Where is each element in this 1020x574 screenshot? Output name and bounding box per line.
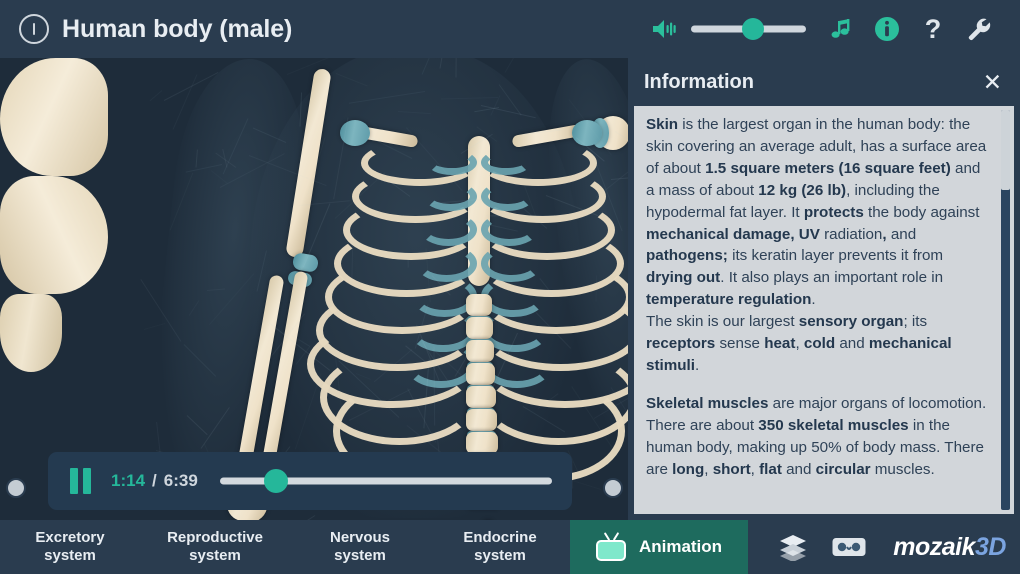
logo-accent: 3D bbox=[975, 532, 1006, 561]
sidebar-item-excretory-system[interactable]: Excretory system bbox=[0, 520, 140, 574]
information-paragraph: Skin is the largest organ in the human b… bbox=[646, 116, 987, 309]
information-panel-header: Information ✕ bbox=[628, 58, 1020, 106]
cartilage-shoulder-left bbox=[340, 120, 370, 146]
sys-label-line1: Nervous bbox=[329, 529, 391, 546]
sys-label-line2: system bbox=[189, 547, 241, 564]
bone-sacrum bbox=[0, 294, 62, 372]
bone-vertebra bbox=[466, 432, 498, 454]
animation-button-label: Animation bbox=[638, 537, 723, 556]
information-paragraph: The skin is our largest sensory organ; i… bbox=[646, 313, 952, 374]
vessel-line bbox=[149, 90, 163, 102]
current-time-label: 1:14 bbox=[111, 471, 146, 490]
logo-primary: mozaik bbox=[893, 532, 976, 561]
viewport-handle-right[interactable] bbox=[603, 478, 623, 498]
bone-ilium-right bbox=[0, 176, 108, 294]
vessel-line bbox=[407, 253, 409, 268]
bottom-right-tools: mozaik3D bbox=[767, 520, 1020, 574]
wrench-icon[interactable] bbox=[956, 6, 1002, 52]
bottom-navigation-bar: Excretory system Reproductive system Ner… bbox=[0, 520, 1020, 574]
sys-label-line1: Reproductive bbox=[167, 529, 263, 546]
bone-vertebra bbox=[466, 340, 494, 362]
app-header: Human body (male) bbox=[0, 0, 1020, 58]
cartilage-costal bbox=[427, 150, 477, 176]
sys-label-line1: Endocrine bbox=[463, 529, 537, 546]
cartilage-costal bbox=[481, 150, 531, 176]
information-paragraph: Skeletal muscles are major organs of loc… bbox=[646, 394, 987, 478]
animation-button[interactable]: Animation bbox=[570, 520, 748, 574]
sidebar-item-endocrine-system[interactable]: Endocrine system bbox=[430, 520, 570, 574]
progress-slider[interactable] bbox=[219, 469, 552, 493]
question-mark-icon[interactable]: ? bbox=[910, 6, 956, 52]
close-icon[interactable]: ✕ bbox=[982, 68, 1002, 95]
sys-label-line2: system bbox=[474, 547, 526, 564]
bone-vertebra bbox=[466, 317, 493, 339]
anatomy-scene bbox=[0, 58, 628, 520]
music-note-icon-svg bbox=[831, 19, 850, 38]
speaker-icon-svg bbox=[653, 20, 676, 38]
viewport-handle-left[interactable] bbox=[6, 478, 26, 498]
media-player-bar: 1:14 / 6:39 bbox=[48, 452, 572, 510]
page-title: Human body (male) bbox=[62, 14, 293, 43]
bone-vertebra bbox=[466, 294, 492, 316]
progress-slider-track bbox=[219, 477, 552, 485]
progress-slider-knob[interactable] bbox=[264, 469, 289, 493]
information-scrollbar[interactable] bbox=[1001, 110, 1010, 510]
vessel-line bbox=[455, 58, 457, 78]
bone-vertebra bbox=[466, 363, 495, 385]
information-body-text: Skin is the largest organ in the human b… bbox=[634, 106, 1014, 514]
speaker-icon[interactable] bbox=[641, 6, 687, 52]
time-separator: / bbox=[152, 471, 157, 490]
bone-vertebra bbox=[466, 386, 496, 408]
question-mark-glyph: ? bbox=[924, 13, 942, 44]
sidebar-item-nervous-system[interactable]: Nervous system bbox=[290, 520, 430, 574]
vr-goggles-icon[interactable] bbox=[823, 520, 875, 574]
sys-label-line2: system bbox=[334, 547, 386, 564]
title-group: Human body (male) bbox=[0, 14, 292, 44]
vr-goggles-icon-svg bbox=[832, 538, 866, 556]
information-panel: Information ✕ Skin is the largest organ … bbox=[628, 58, 1020, 520]
vessel-line bbox=[504, 58, 528, 73]
information-panel-title: Information bbox=[644, 70, 754, 93]
tv-icon bbox=[595, 532, 626, 561]
bone-vertebra bbox=[466, 409, 497, 431]
information-scrollbar-thumb[interactable] bbox=[1001, 110, 1010, 190]
bone-ilium-left bbox=[0, 58, 108, 176]
volume-slider-knob[interactable] bbox=[742, 18, 765, 40]
sys-label-line2: system bbox=[44, 547, 96, 564]
3d-viewport[interactable] bbox=[0, 58, 628, 520]
information-body-wrapper: Skin is the largest organ in the human b… bbox=[634, 106, 1014, 514]
total-time-label: 6:39 bbox=[163, 471, 198, 490]
music-note-icon[interactable] bbox=[818, 6, 864, 52]
cartilage-shoulder-right-2 bbox=[572, 120, 602, 146]
info-circle-icon-svg bbox=[875, 17, 899, 41]
header-toolbar: ? bbox=[641, 6, 1020, 52]
info-circle-icon[interactable] bbox=[864, 6, 910, 52]
volume-slider[interactable] bbox=[691, 17, 806, 41]
info-power-icon[interactable] bbox=[19, 14, 49, 44]
tv-screen bbox=[595, 540, 626, 561]
sys-label-line1: Excretory bbox=[35, 529, 105, 546]
layers-icon[interactable] bbox=[767, 520, 819, 574]
sidebar-item-reproductive-system[interactable]: Reproductive system bbox=[140, 520, 290, 574]
wrench-icon-svg bbox=[968, 18, 991, 41]
pause-icon[interactable] bbox=[70, 468, 91, 494]
bone-sternum bbox=[468, 136, 490, 286]
mozaik3d-logo: mozaik3D bbox=[893, 533, 1006, 562]
layers-icon-svg bbox=[780, 535, 807, 561]
